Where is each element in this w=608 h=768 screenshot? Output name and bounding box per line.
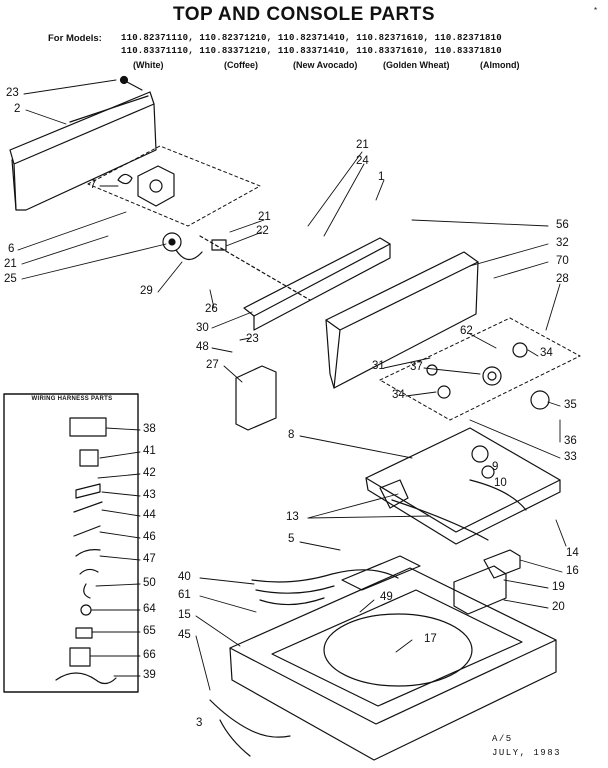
part-callout: 65 bbox=[143, 625, 156, 637]
part-callout: 23 bbox=[246, 333, 259, 345]
part-callout: 1 bbox=[378, 171, 385, 183]
part-callout: 62 bbox=[460, 325, 473, 337]
part-callout: 45 bbox=[178, 629, 191, 641]
model-row: 110.83371110, 110.83371210, 110.83371410… bbox=[121, 46, 502, 56]
footnote-code: A/5 bbox=[492, 734, 513, 744]
washer-top-part bbox=[229, 555, 557, 761]
part-callout: 7 bbox=[90, 179, 97, 191]
part-callout: 2 bbox=[14, 103, 21, 115]
part-callout: 8 bbox=[288, 429, 295, 441]
models-label: For Models: bbox=[48, 33, 102, 44]
part-callout: 21 bbox=[258, 211, 271, 223]
part-callout: 28 bbox=[556, 273, 569, 285]
screw-part bbox=[119, 75, 143, 91]
part-callout: 37 bbox=[410, 361, 423, 373]
part-callout: 31 bbox=[372, 360, 385, 372]
part-callout: 34 bbox=[392, 389, 405, 401]
part-callout: 26 bbox=[205, 303, 218, 315]
part-callout: 44 bbox=[143, 509, 156, 521]
part-callout: 16 bbox=[566, 565, 579, 577]
part-callout: 42 bbox=[143, 467, 156, 479]
part-callout: 21 bbox=[4, 258, 17, 270]
part-callout: 35 bbox=[564, 399, 577, 411]
knob-parts bbox=[426, 342, 550, 410]
timer-motor-part bbox=[117, 165, 175, 207]
console-panel-part bbox=[325, 251, 479, 389]
part-callout: 50 bbox=[143, 577, 156, 589]
part-callout: 29 bbox=[140, 285, 153, 297]
part-callout: 32 bbox=[556, 237, 569, 249]
part-callout: 47 bbox=[143, 553, 156, 565]
part-callout: 30 bbox=[196, 322, 209, 334]
control-knob-outline bbox=[379, 317, 581, 421]
part-callout: 49 bbox=[380, 591, 393, 603]
part-callout: 64 bbox=[143, 603, 156, 615]
part-callout: 14 bbox=[566, 547, 579, 559]
part-callout: 38 bbox=[143, 423, 156, 435]
part-callout: 15 bbox=[178, 609, 191, 621]
part-callout: 23 bbox=[6, 87, 19, 99]
color-name: (White) bbox=[133, 60, 164, 70]
bracket-16-part bbox=[483, 549, 521, 579]
model-row: 110.82371110, 110.82371210, 110.82371410… bbox=[121, 33, 502, 43]
part-callout: 46 bbox=[143, 531, 156, 543]
part-callout: 17 bbox=[424, 633, 437, 645]
part-callout: 25 bbox=[4, 273, 17, 285]
leader-lines bbox=[17, 79, 567, 691]
part-callout: 41 bbox=[143, 445, 156, 457]
end-cap-part bbox=[235, 365, 277, 431]
part-callout: 20 bbox=[552, 601, 565, 613]
footnote-date: JULY, 1983 bbox=[492, 748, 562, 758]
door-switch-part bbox=[453, 565, 507, 615]
part-callout: 22 bbox=[256, 225, 269, 237]
part-callout: 40 bbox=[178, 571, 191, 583]
part-callout: 34 bbox=[540, 347, 553, 359]
part-callout: 36 bbox=[564, 435, 577, 447]
wiring-harness-box bbox=[3, 393, 139, 693]
console-bracket-part bbox=[199, 235, 391, 331]
part-callout: 5 bbox=[288, 533, 295, 545]
timer-mount-outline bbox=[87, 145, 261, 227]
part-callout: 33 bbox=[564, 451, 577, 463]
wiring-harness-part bbox=[209, 569, 399, 757]
harness-part-icons bbox=[55, 417, 117, 685]
color-name: (Almond) bbox=[480, 60, 520, 70]
part-callout: 56 bbox=[556, 219, 569, 231]
part-callout: 39 bbox=[143, 669, 156, 681]
color-name: (New Avocado) bbox=[293, 60, 358, 70]
part-callout: 19 bbox=[552, 581, 565, 593]
part-callout: 6 bbox=[8, 243, 15, 255]
page-title: TOP AND CONSOLE PARTS bbox=[172, 4, 436, 25]
part-callout: 66 bbox=[143, 649, 156, 661]
part-callout: 27 bbox=[206, 359, 219, 371]
part-callout: 61 bbox=[178, 589, 191, 601]
color-name: (Coffee) bbox=[224, 60, 258, 70]
rear-panel-part bbox=[9, 91, 157, 211]
top-cover-part bbox=[365, 427, 561, 545]
part-callout: 13 bbox=[286, 511, 299, 523]
part-callout: 21 bbox=[356, 139, 369, 151]
part-callout: 3 bbox=[196, 717, 203, 729]
part-callout: 9 bbox=[492, 461, 499, 473]
switch-part bbox=[162, 232, 227, 261]
part-callout: 48 bbox=[196, 341, 209, 353]
part-callout: 24 bbox=[356, 155, 369, 167]
part-callout: 70 bbox=[556, 255, 569, 267]
page-mark: * bbox=[594, 6, 598, 15]
part-callout: 43 bbox=[143, 489, 156, 501]
part-callout: 10 bbox=[494, 477, 507, 489]
color-name: (Golden Wheat) bbox=[383, 60, 450, 70]
wiring-harness-title: WIRING HARNESS PARTS bbox=[31, 396, 113, 402]
